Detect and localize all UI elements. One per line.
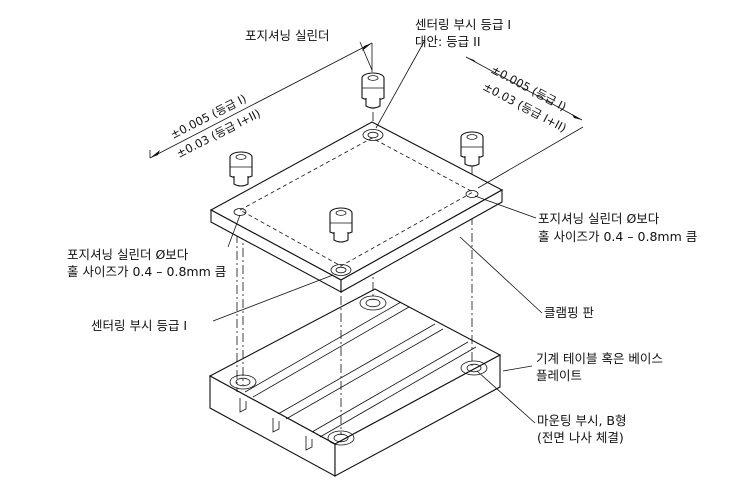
label-alt-grade2: 대안: 등급 II xyxy=(415,34,481,49)
label-clamping-plate: 클램핑 판 xyxy=(544,305,594,320)
dimension-left xyxy=(149,42,373,159)
label-hole-note-left-2: 홀 사이즈가 0.4 – 0.8mm 큼 xyxy=(67,264,226,279)
base-side-face xyxy=(334,354,501,477)
hole-right xyxy=(465,190,479,198)
centering-bush-front xyxy=(330,264,352,276)
mounting-bush-right xyxy=(460,360,488,376)
label-positioning-cylinder: 포지셔닝 실린더 xyxy=(245,28,329,43)
pin-center xyxy=(329,207,353,243)
t-slots xyxy=(239,301,477,451)
label-hole-note-left-1: 포지셔닝 실린더 Ø보다 xyxy=(67,247,189,262)
pin-left xyxy=(229,151,253,187)
label-machine-table-1: 기계 테이블 혹은 베이스 xyxy=(536,351,663,366)
leader-lines xyxy=(212,39,543,424)
clamping-plate xyxy=(209,121,504,293)
label-mounting-bush-2: (전면 나사 체결) xyxy=(537,430,624,445)
plate-hole-pattern xyxy=(239,137,474,267)
label-mounting-bush-1: 마운팅 부시, B형 xyxy=(537,413,627,428)
label-centering-grade1-lower: 센터링 부시 등급 I xyxy=(91,318,187,333)
label-centering-grade1: 센터링 부시 등급 I xyxy=(415,17,511,32)
plate-side-face xyxy=(340,189,503,293)
machine-table xyxy=(208,288,502,477)
plate-top-face xyxy=(209,121,504,281)
label-hole-note-right-1: 포지셔닝 실린더 Ø보다 xyxy=(538,211,660,226)
dimension-right xyxy=(465,56,584,189)
pin-top xyxy=(361,72,385,109)
centering-bush-top xyxy=(362,129,384,141)
label-machine-table-2: 플레이트 xyxy=(536,368,582,383)
pin-right xyxy=(460,131,484,167)
label-hole-note-right-2: 홀 사이즈가 0.4 – 0.8mm 큼 xyxy=(538,229,697,244)
